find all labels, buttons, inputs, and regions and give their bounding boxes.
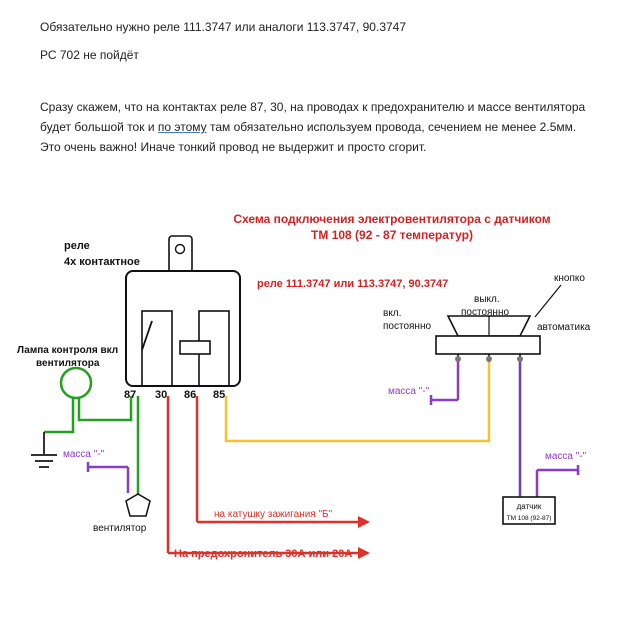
relay <box>125 235 241 387</box>
fuse-arrow-icon <box>358 547 370 559</box>
warning-paragraph: Сразу скажем, что на контактах реле 87, … <box>40 97 585 157</box>
warning-line-2: будет большой ток и по этому там обязате… <box>40 117 585 137</box>
pin-86: 86 <box>184 389 196 401</box>
lamp-label-2: вентилятора <box>36 358 100 369</box>
warning-line-2-a: будет большой ток и <box>40 120 158 134</box>
fan-ground-label: масса "-" <box>63 449 105 460</box>
relay-label-2: 4х контактное <box>64 256 140 268</box>
switch-ground-wire <box>429 362 460 405</box>
sensor-label-2: ТМ 108 (92-87) <box>507 515 552 522</box>
pin-87: 87 <box>124 389 136 401</box>
sensor-icon <box>502 496 556 525</box>
switch-icon <box>435 315 541 362</box>
warning-line-2-c: там обязательно используем провода, сече… <box>206 120 577 134</box>
knob-pointer <box>534 284 562 318</box>
diagram-title-1: Схема подключения электровентилятора с д… <box>233 212 550 226</box>
relay-models: реле 111.3747 или 113.3747, 90.3747 <box>257 278 448 290</box>
pin-85: 85 <box>213 389 225 401</box>
intro-line-2: РС 702 не пойдёт <box>40 48 139 62</box>
fuse-label: На предохронитель 30А или 20А <box>174 548 352 560</box>
switch-on-2: постоянно <box>383 321 431 332</box>
warning-underlined: по этому <box>157 120 207 134</box>
lamp-icon <box>59 366 93 400</box>
fan-icon <box>125 493 151 517</box>
pin-30: 30 <box>155 389 167 401</box>
switch-ground-label: масса "-" <box>388 386 430 397</box>
relay-mount-hole <box>174 243 186 255</box>
switch-auto-label: автоматика <box>537 322 591 333</box>
ignition-label: на катушку зажигания "Б" <box>214 509 333 520</box>
lamp-label-1: Лампа контроля вкл <box>17 345 118 356</box>
diagram-title-2: ТМ 108 (92 - 87 температур) <box>311 228 473 242</box>
sensor-ground-wire <box>535 465 580 497</box>
switch-on-1: вкл. <box>383 308 401 319</box>
switch-off-1: выкл. <box>474 294 500 305</box>
relay-coil <box>179 340 211 355</box>
switch-knob-label: кнопко <box>554 273 585 284</box>
intro-line-1: Обязательно нужно реле 111.3747 или анал… <box>40 20 407 34</box>
warning-line-1: Сразу скажем, что на контактах реле 87, … <box>40 100 586 114</box>
ignition-arrow-icon <box>358 516 370 528</box>
warning-line-3: Это очень важно! Иначе тонкий провод не … <box>40 140 427 154</box>
fan-ground-wire <box>86 462 130 493</box>
fan-label: вентилятор <box>93 523 147 534</box>
relay-label-1: реле <box>64 240 90 252</box>
wire-red <box>166 396 362 555</box>
relay-body <box>125 270 241 387</box>
sensor-ground-label: масса "-" <box>545 451 587 462</box>
wire-yellow-85 <box>224 359 491 443</box>
sensor-label-1: датчик <box>517 502 542 511</box>
relay-switch-contact <box>141 320 153 351</box>
switch-off-2: постоянно <box>461 307 509 318</box>
chassis-ground-icon <box>31 432 57 468</box>
